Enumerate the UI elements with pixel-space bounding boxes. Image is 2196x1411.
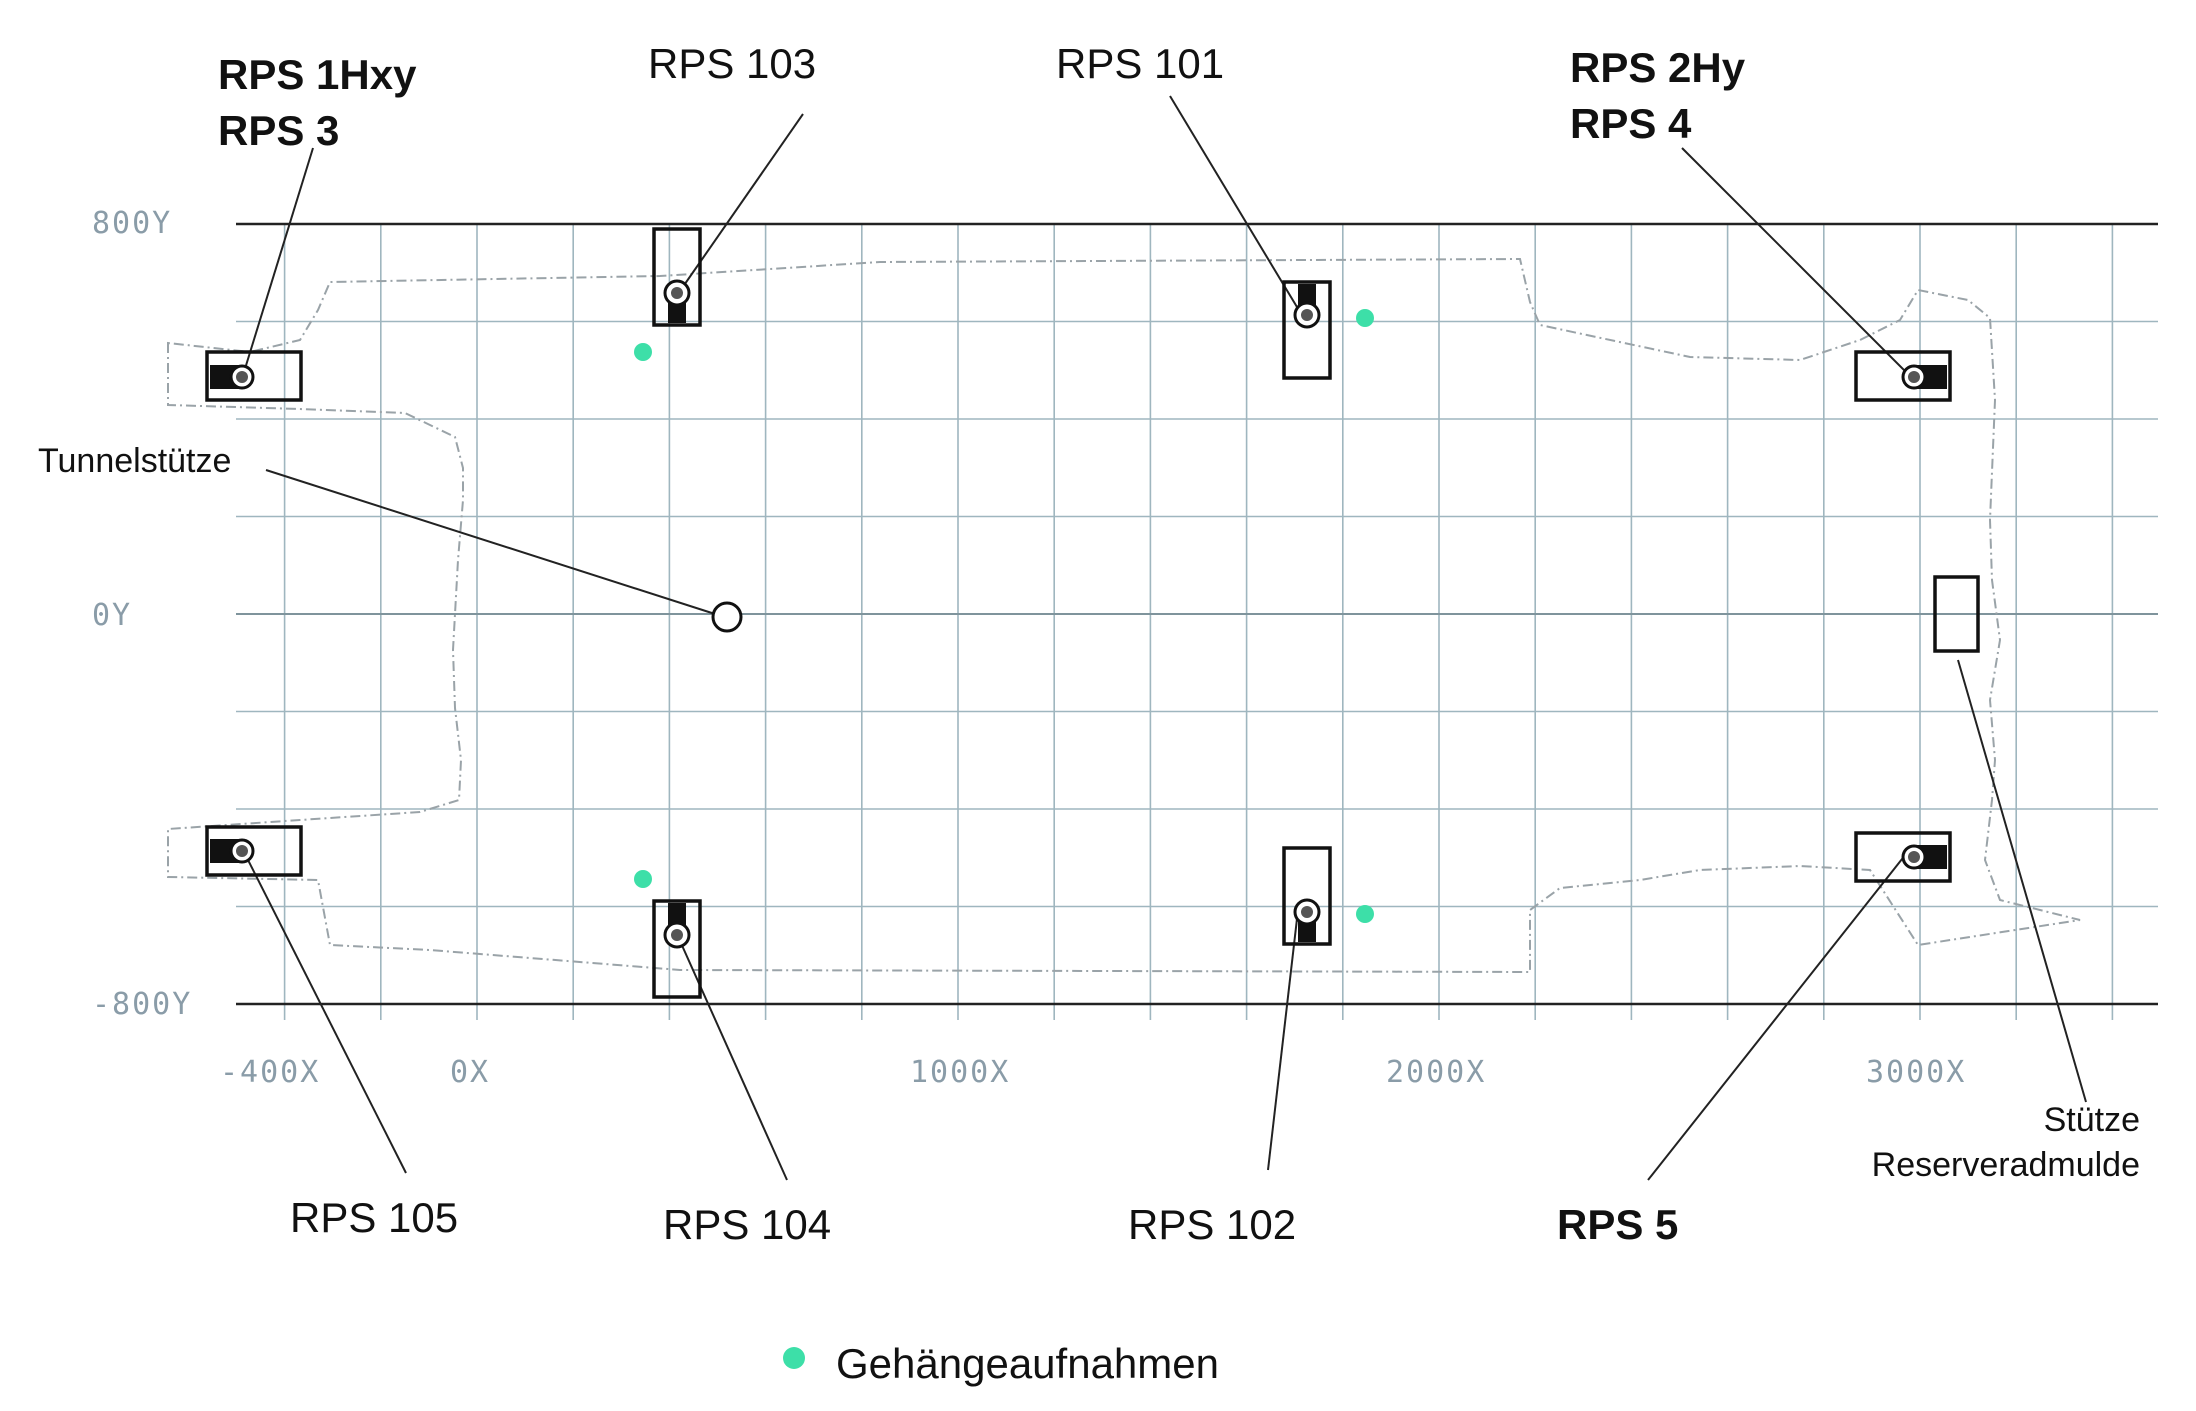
axis-label-2000x: 2000X — [1386, 1055, 1486, 1090]
leader-rps-104 — [675, 931, 788, 1181]
leader-rps-5 — [1647, 853, 1907, 1181]
label-rps-1hxy: RPS 1Hxy — [218, 51, 417, 98]
axis-label-800y: 800Y — [92, 206, 172, 241]
axis-label-3000x: 3000X — [1866, 1055, 1966, 1090]
callout-labels: RPS 1Hxy RPS 3 RPS 103 RPS 101 RPS 2Hy R… — [38, 40, 2140, 1248]
axis-label-0y: 0Y — [92, 598, 132, 633]
label-tunnelstuetze: Tunnelstütze — [38, 442, 231, 480]
hanger-dot — [1356, 309, 1374, 327]
legend-dot — [783, 1347, 805, 1369]
hanger-dot — [634, 343, 652, 361]
mount-rps-101 — [1282, 280, 1332, 380]
tunnelstuetze-marker — [711, 601, 743, 633]
axis-label-minus-800y: -800Y — [92, 987, 192, 1022]
leader-stuetze — [1957, 659, 2087, 1103]
leader-lines — [243, 95, 2087, 1181]
axis-label-0x: 0X — [450, 1055, 490, 1090]
mount-rps-105 — [205, 825, 303, 877]
grid — [236, 222, 2158, 1020]
vehicle-outline — [167, 257, 2081, 974]
label-rps-105: RPS 105 — [290, 1194, 458, 1241]
label-rps-3: RPS 3 — [218, 107, 339, 154]
label-rps-103: RPS 103 — [648, 40, 816, 87]
mount-rps-1hxy — [205, 350, 303, 402]
leader-rps-2hy — [1681, 147, 1907, 373]
legend: Gehängeaufnahmen — [783, 1340, 1219, 1387]
leader-rps-1hxy — [243, 147, 314, 373]
leader-rps-102 — [1267, 909, 1299, 1171]
mount-stuetze-reserveradmulde — [1933, 575, 1980, 653]
label-rps-2hy: RPS 2Hy — [1570, 44, 1746, 91]
mount-rps-102 — [1282, 846, 1332, 946]
hanger-dot — [634, 870, 652, 888]
leader-rps-105 — [243, 851, 407, 1174]
hanger-dot — [1356, 905, 1374, 923]
leader-tunnelstuetze — [265, 469, 716, 615]
axis-label-minus-400x: -400X — [220, 1055, 320, 1090]
rps-mounts — [205, 227, 1980, 999]
label-rps-101: RPS 101 — [1056, 40, 1224, 87]
label-reserveradmulde: Reserveradmulde — [1872, 1146, 2140, 1184]
legend-label-gehaenge: Gehängeaufnahmen — [836, 1340, 1219, 1387]
axis-label-1000x: 1000X — [910, 1055, 1010, 1090]
leader-rps-101 — [1169, 95, 1301, 313]
mount-rps-2hy — [1854, 350, 1952, 402]
mount-rps-5 — [1854, 831, 1952, 883]
mount-rps-104 — [652, 899, 702, 999]
label-rps-4: RPS 4 — [1570, 100, 1692, 147]
label-stuetze: Stütze — [2044, 1101, 2140, 1139]
label-rps-104: RPS 104 — [663, 1201, 831, 1248]
hanger-dots — [634, 309, 1374, 923]
label-rps-5: RPS 5 — [1557, 1201, 1678, 1248]
mount-rps-103 — [652, 227, 702, 327]
axis-labels: 800Y 0Y -800Y -400X 0X 1000X 2000X 3000X — [92, 206, 1966, 1090]
label-rps-102: RPS 102 — [1128, 1201, 1296, 1248]
